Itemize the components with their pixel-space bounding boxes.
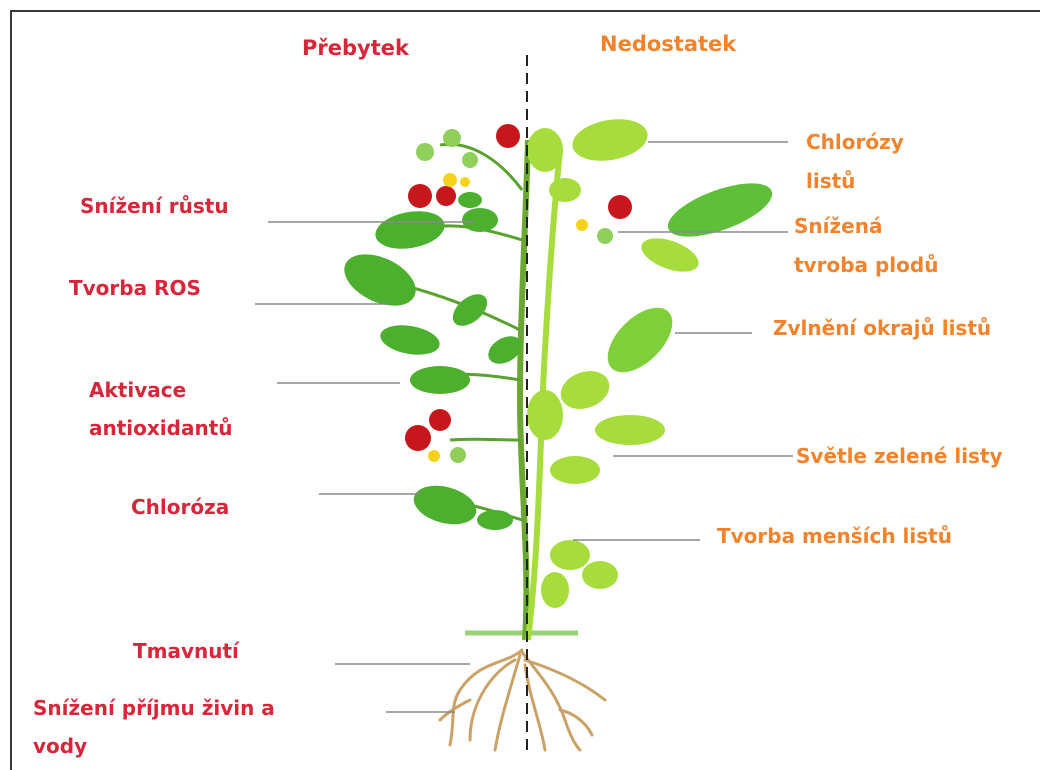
header-deficiency: Nedostatek: [600, 29, 736, 59]
label-fruit-2: tvroba plodů: [794, 250, 938, 280]
label-uptake-2: vody: [33, 731, 87, 761]
label-wavy-margins: Zvlnění okrajů listů: [773, 313, 991, 343]
label-chlorosis-left: Chloróza: [131, 492, 229, 522]
flowers: [428, 173, 588, 462]
label-growth-reduction: Snížení růstu: [80, 191, 229, 221]
roots: [440, 650, 605, 750]
label-antioxidant-2: antioxidantů: [89, 413, 233, 443]
label-darkening: Tmavnutí: [133, 636, 239, 666]
header-excess: Přebytek: [302, 33, 409, 63]
label-uptake-1: Snížení příjmu živin a: [33, 693, 275, 723]
label-smaller-leaves: Tvorba menších listů: [717, 521, 952, 551]
left-leaves: [336, 192, 526, 531]
label-antioxidant-1: Aktivace: [89, 375, 186, 405]
label-chlorosis-right-1: Chlorózy: [806, 127, 904, 157]
label-ros: Tvorba ROS: [69, 273, 201, 303]
label-fruit-1: Snížená: [794, 211, 882, 241]
label-light-green: Světle zelené listy: [796, 441, 1003, 471]
label-chlorosis-right-2: listů: [806, 166, 855, 196]
